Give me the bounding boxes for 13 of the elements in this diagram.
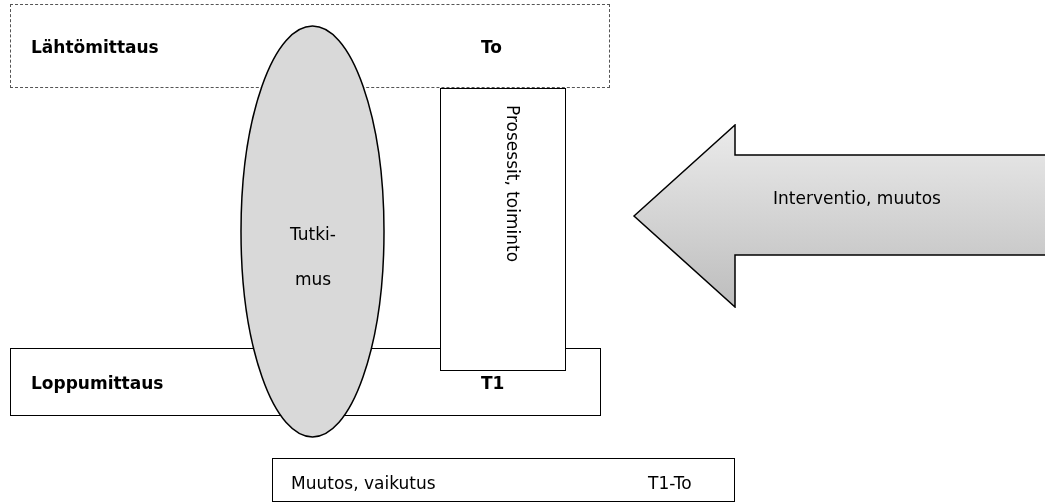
node-label: T1-To	[648, 472, 692, 495]
process-box	[440, 88, 566, 371]
node-label: Prosessit, toiminto	[501, 105, 524, 263]
node-label: Loppumittaus	[31, 372, 164, 395]
node-label: Tutki- mus	[289, 223, 337, 291]
ellipse-node	[240, 25, 385, 438]
block-arrow	[632, 124, 1045, 308]
node-label: Lähtömittaus	[31, 36, 159, 59]
node-label: Interventio, muutos	[772, 187, 942, 210]
node-label: Muutos, vaikutus	[291, 472, 436, 495]
node-label: T1	[481, 372, 505, 395]
process-box	[272, 458, 735, 502]
node-label: To	[481, 36, 503, 59]
